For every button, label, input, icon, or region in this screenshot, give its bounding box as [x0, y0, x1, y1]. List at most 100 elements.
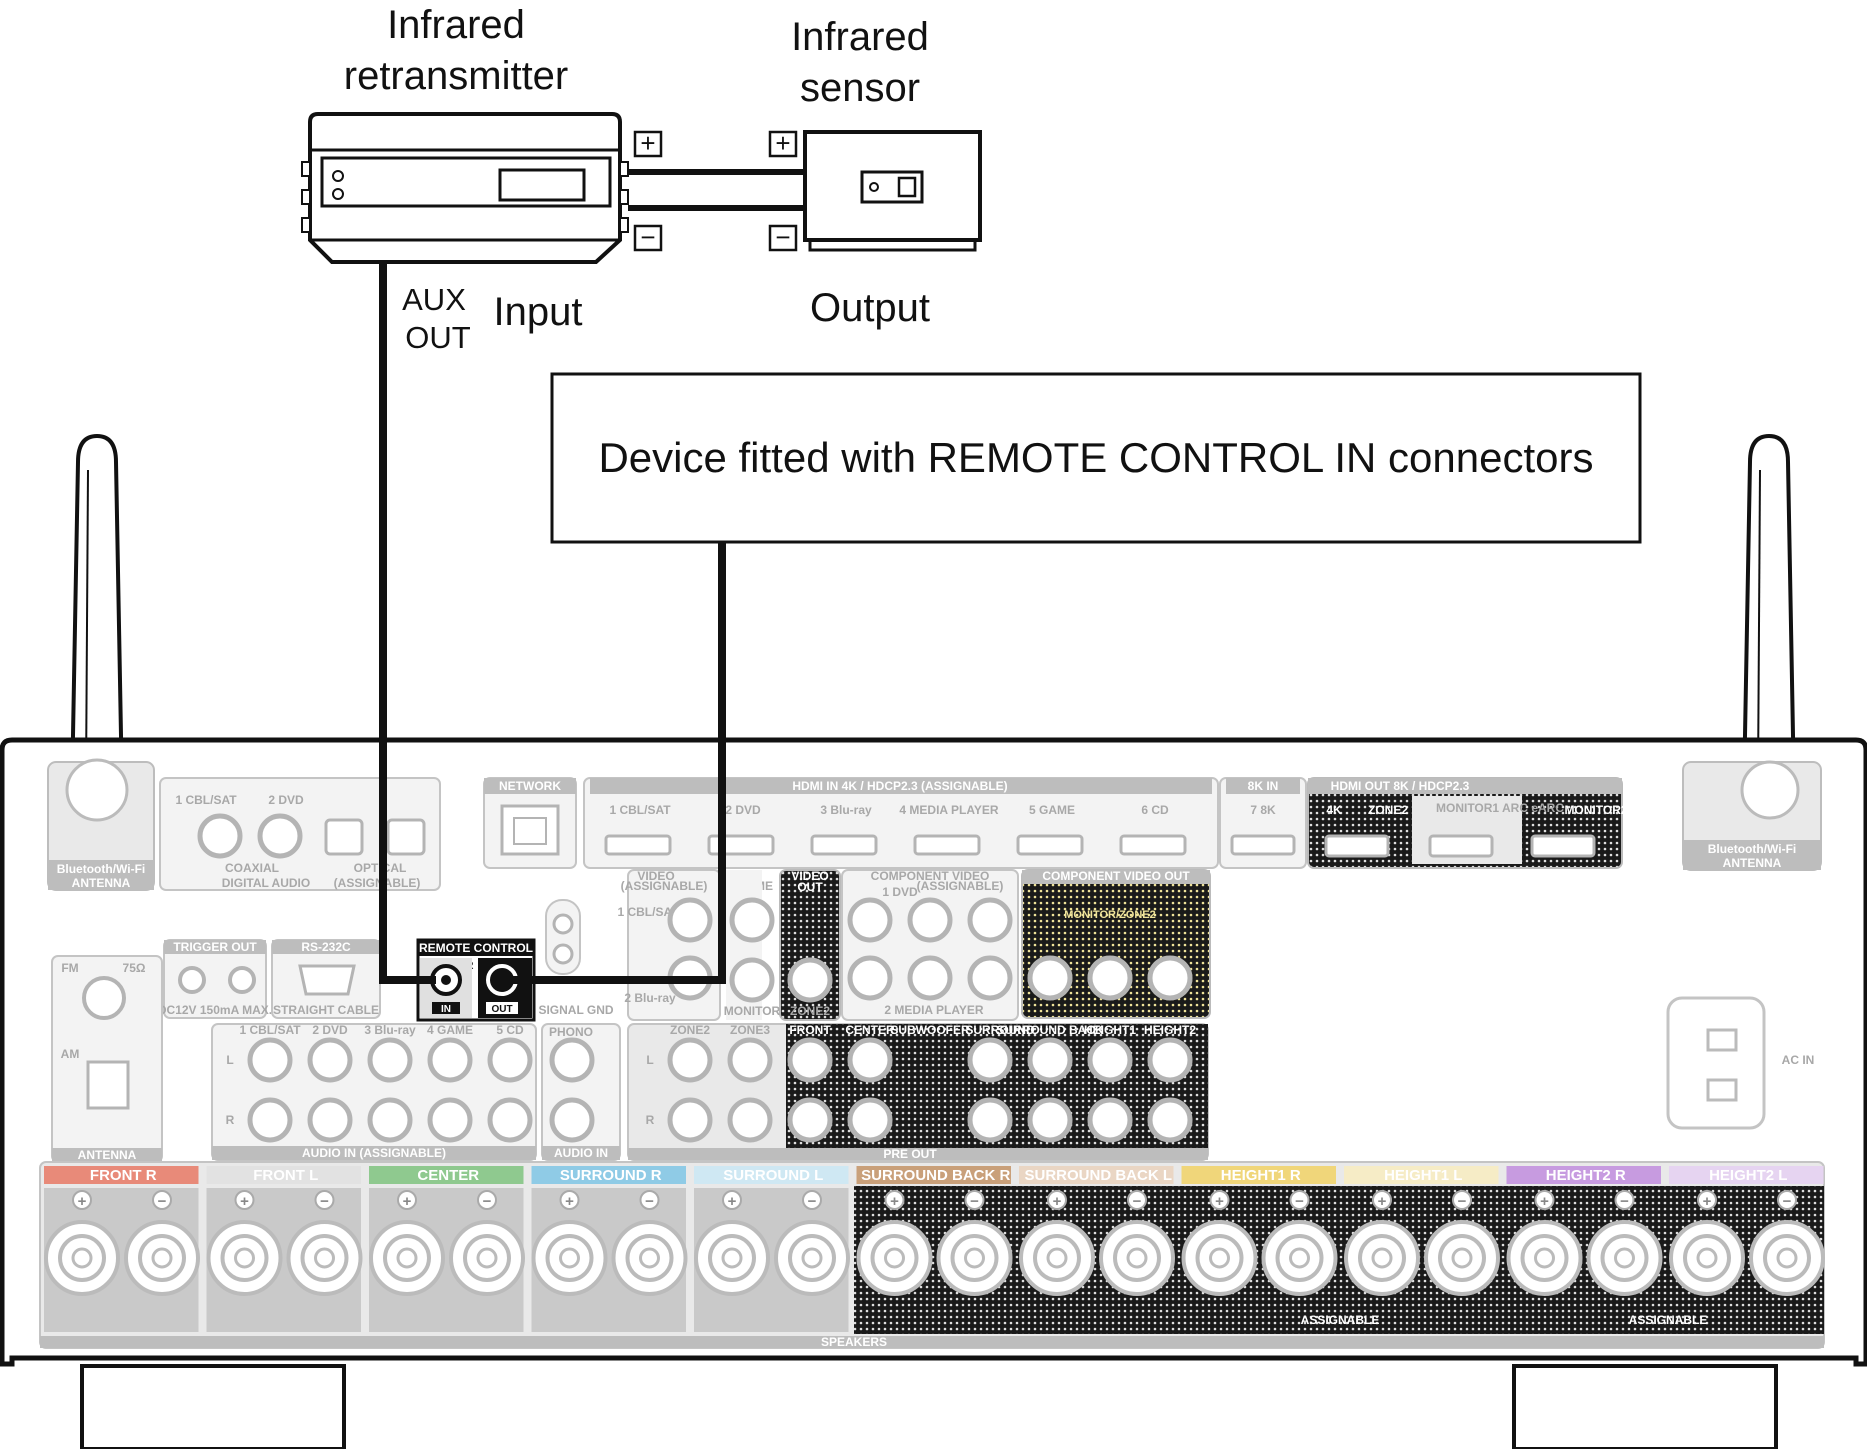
- speaker-group-label: HEIGHT2 L: [1709, 1167, 1787, 1184]
- trigger-panel: TRIGGER OUT DC12V 150mA MAX.: [158, 939, 272, 1019]
- hdmi-in-port[interactable]: [1016, 834, 1084, 856]
- infrared-retransmitter: Infrared retransmitter: [301, 3, 629, 264]
- audio-input-jack-l[interactable]: [427, 1037, 473, 1083]
- svg-text:ANTENNA: ANTENNA: [72, 876, 131, 890]
- audio-input-jack-l[interactable]: [367, 1037, 413, 1083]
- network-label: NETWORK: [499, 779, 561, 793]
- signal-gnd-label: SIGNAL GND: [538, 1003, 613, 1017]
- trigger-label: TRIGGER OUT: [173, 940, 257, 954]
- audio-input-jack-r[interactable]: [307, 1097, 353, 1143]
- hdmi-output-panel: HDMI OUT 8K / HDCP2.3 4K ZONE2 MONITOR1 …: [1307, 777, 1628, 869]
- pre-out-jack-r[interactable]: [667, 1097, 713, 1143]
- speaker-group-header: [531, 1166, 686, 1184]
- audio-input-label: 4 GAME: [427, 1023, 473, 1037]
- pre-out-jack-r[interactable]: [727, 1097, 773, 1143]
- speaker-group-header: [369, 1166, 524, 1184]
- audio-input-jack-l[interactable]: [487, 1037, 533, 1083]
- svg-text:(ASSIGNABLE): (ASSIGNABLE): [621, 879, 708, 893]
- antenna-label: ANTENNA: [78, 1148, 137, 1162]
- speaker-polarity-mark: [722, 1190, 742, 1210]
- remote-out-jack[interactable]: [486, 964, 518, 996]
- hdmi-in-port-label: 4 MEDIA PLAYER: [899, 803, 998, 817]
- speakers-label: SPEAKERS: [821, 1335, 887, 1349]
- pre-out-label: HEIGHT1: [1084, 1023, 1136, 1037]
- speaker-polarity-text: −: [1133, 1193, 1142, 1210]
- pre-out-label: ZONE2: [670, 1023, 710, 1037]
- pre-out-jack-r[interactable]: [847, 1097, 893, 1143]
- pre-out-jack-l[interactable]: [727, 1037, 773, 1083]
- hdmi-in-port[interactable]: [604, 834, 672, 856]
- audio-input-jack-r[interactable]: [367, 1097, 413, 1143]
- pre-out-label: ZONE3: [730, 1023, 770, 1037]
- pre-out-jack-l[interactable]: [847, 1037, 893, 1083]
- speaker-terminal-center: [1614, 1247, 1635, 1269]
- ac-inlet: AC IN: [1666, 996, 1814, 1130]
- svg-text:ZONE2: ZONE2: [1368, 803, 1408, 817]
- pre-out-jack-r[interactable]: [1027, 1097, 1073, 1143]
- plus-right: +: [775, 128, 790, 158]
- pre-out-jack-r[interactable]: [967, 1097, 1013, 1143]
- speaker-polarity-text: +: [1540, 1193, 1549, 1210]
- speaker-terminal-center: [721, 1247, 743, 1269]
- assignable-label: ASSIGNABLE: [1629, 1313, 1708, 1327]
- fm-ohm-label: 75Ω: [123, 961, 146, 975]
- pre-out-jack-l[interactable]: [1027, 1037, 1073, 1083]
- speaker-polarity-mark: [1614, 1190, 1635, 1210]
- speaker-terminal-center: [884, 1247, 905, 1269]
- pre-out-jack-l[interactable]: [1147, 1037, 1193, 1083]
- speaker-terminal-center: [151, 1247, 173, 1269]
- speaker-polarity-text: −: [1458, 1193, 1467, 1210]
- audio-r-label: R: [226, 1113, 235, 1127]
- video-input-2: 2 Blu-ray: [624, 991, 676, 1005]
- speaker-polarity-mark: [234, 1190, 255, 1210]
- hdmi-in-port-label: 2 DVD: [725, 803, 761, 817]
- pre-out-jack-r[interactable]: [787, 1097, 833, 1143]
- hdmi-in-port[interactable]: [1119, 834, 1187, 856]
- rs232c-panel: RS-232C STRAIGHT CABLE: [271, 939, 381, 1019]
- indicator-led: [332, 170, 344, 182]
- pre-out-jack-l[interactable]: [667, 1037, 713, 1083]
- speaker-polarity-text: +: [240, 1193, 249, 1210]
- speaker-polarity-mark: [477, 1190, 497, 1210]
- svg-text:Bluetooth/Wi-Fi: Bluetooth/Wi-Fi: [57, 862, 146, 876]
- speaker-polarity-text: +: [728, 1193, 737, 1210]
- component-assignable: (ASSIGNABLE): [917, 879, 1004, 893]
- speaker-polarity-text: −: [320, 1193, 329, 1210]
- svg-text:OUT: OUT: [797, 880, 823, 894]
- speaker-polarity-text: −: [483, 1193, 492, 1210]
- audio-input-jack-r[interactable]: [247, 1097, 293, 1143]
- audio-in-label: AUDIO IN (ASSIGNABLE): [302, 1146, 446, 1160]
- pre-out-jack-l[interactable]: [967, 1037, 1013, 1083]
- audio-input-jack-r[interactable]: [487, 1097, 533, 1143]
- hdmi-in-port[interactable]: [810, 834, 878, 856]
- component-input-2: 2 MEDIA PLAYER: [884, 1003, 983, 1017]
- hdmi-in-port[interactable]: [913, 834, 981, 856]
- pre-out-label: HEIGHT2: [1144, 1023, 1196, 1037]
- pre-out-label: SURROUND BACK: [996, 1023, 1104, 1037]
- phono-in-label: AUDIO IN: [554, 1146, 608, 1160]
- display-window: [498, 168, 586, 202]
- pre-out-jack-l[interactable]: [1087, 1037, 1133, 1083]
- speaker-terminal-center: [314, 1247, 335, 1269]
- fm-label: FM: [61, 961, 78, 975]
- hdmi-out-port-3: MONITOR2: [1564, 803, 1627, 817]
- pre-out-jack-l[interactable]: [787, 1037, 833, 1083]
- speaker-polarity-text: +: [565, 1193, 574, 1210]
- pre-out-jack-r[interactable]: [1147, 1097, 1193, 1143]
- speaker-polarity-mark: [314, 1190, 335, 1210]
- speaker-polarity-text: −: [970, 1193, 979, 1210]
- pre-out-jack-r[interactable]: [1087, 1097, 1133, 1143]
- audio-input-jack-l[interactable]: [247, 1037, 293, 1083]
- pre-out-label: CENTER: [845, 1023, 895, 1037]
- speaker-group-header: [1181, 1166, 1336, 1184]
- audio-input-jack-l[interactable]: [307, 1037, 353, 1083]
- speaker-polarity-mark: [397, 1190, 417, 1210]
- input-label: Input: [494, 290, 583, 334]
- speaker-polarity-mark: [1777, 1190, 1797, 1210]
- audio-input-label: 5 CD: [496, 1023, 524, 1037]
- audio-input-jack-r[interactable]: [427, 1097, 473, 1143]
- network-port-panel: NETWORK: [483, 777, 577, 869]
